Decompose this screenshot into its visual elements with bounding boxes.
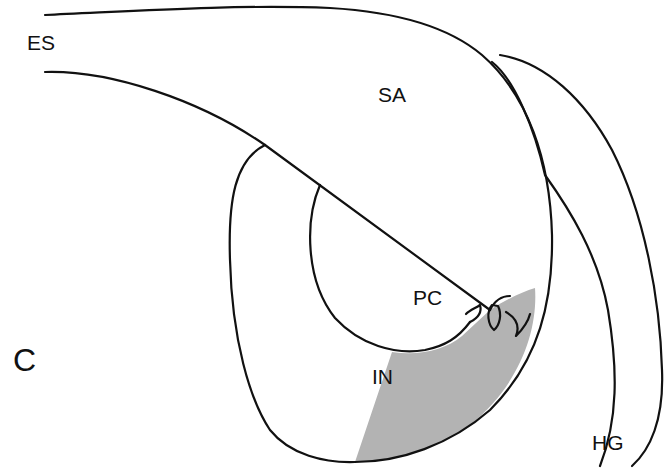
- intestine-inner-loop: [310, 185, 470, 351]
- pyloric-hook: [506, 312, 530, 336]
- esophagus-lower-edge: [45, 72, 490, 310]
- hindgut-right-edge: [500, 55, 662, 466]
- part-label: PC: [413, 287, 442, 308]
- pyloric-hook: [466, 305, 481, 322]
- intestine-outer-loop: [230, 145, 355, 462]
- pyloric-lip: [490, 296, 510, 310]
- panel-letter: C: [13, 344, 36, 376]
- part-label: ES: [27, 32, 55, 53]
- part-label: IN: [372, 366, 393, 387]
- part-label: HG: [592, 432, 624, 453]
- shaded-region: [355, 288, 535, 462]
- part-label: SA: [378, 84, 406, 105]
- outer-outline: [45, 7, 552, 462]
